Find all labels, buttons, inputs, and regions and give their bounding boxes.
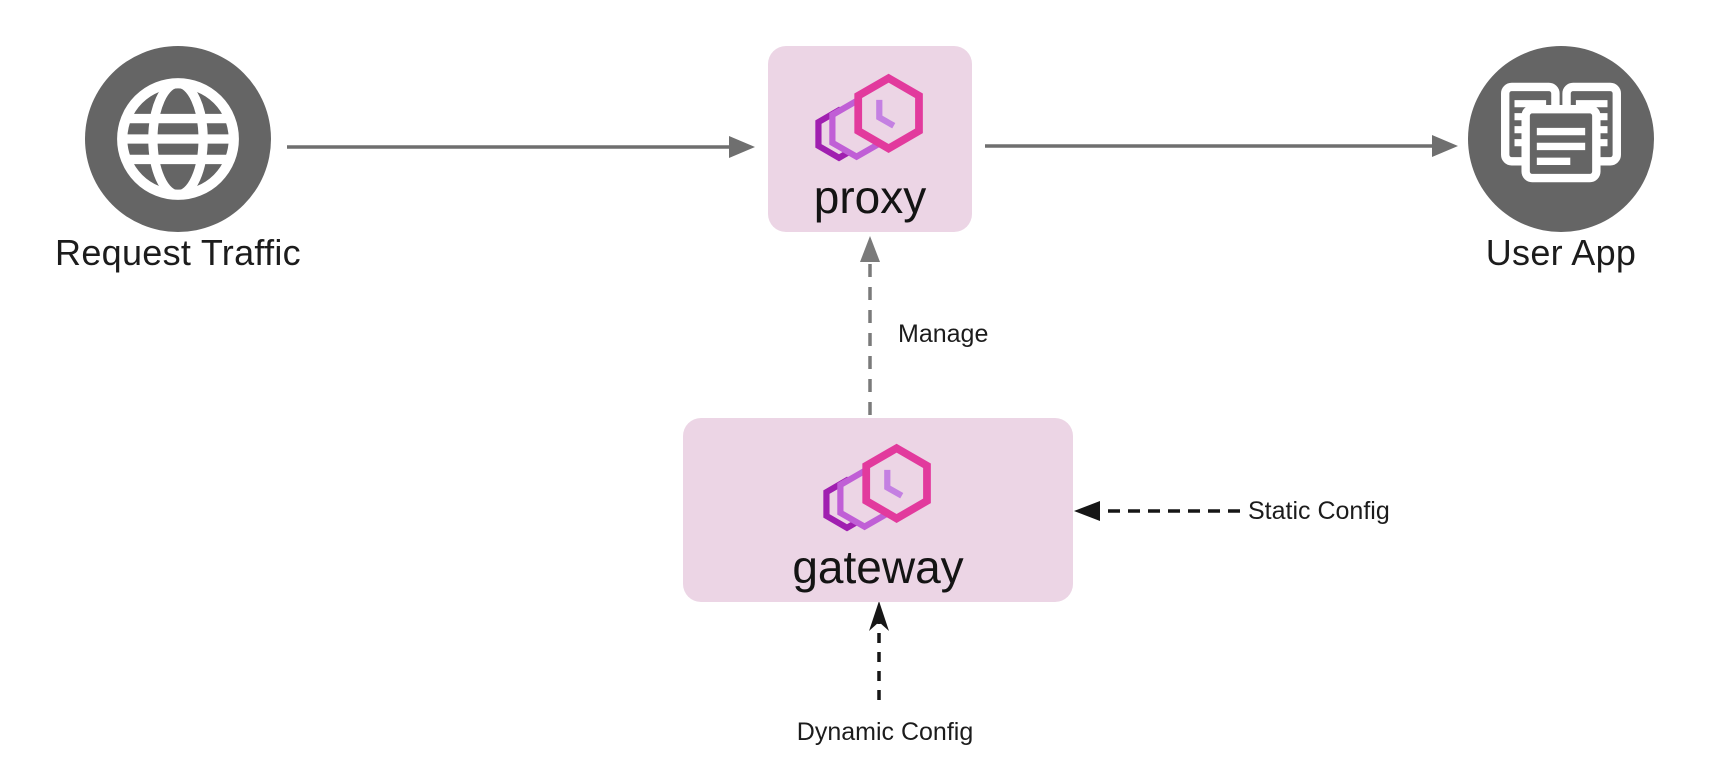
proxy-label: proxy [813,171,927,223]
user-app-label: User App [1485,232,1637,273]
static-config-edge-label: Static Config [1248,497,1390,525]
traefik-logo-icon [823,443,931,532]
globe-icon [117,78,239,200]
arrowhead-left-icon [1074,501,1100,521]
node-user-app [1468,46,1654,232]
node-request-traffic [85,46,271,232]
node-proxy: proxy [768,46,972,232]
gateway-label: gateway [792,541,964,593]
edge-static-config [1074,501,1240,521]
edge-dynamic-config [869,601,889,700]
arrowhead-stealth-up-icon [869,601,889,631]
manage-edge-label: Manage [898,320,989,348]
app-stack-icon [1501,82,1621,183]
request-traffic-label: Request Traffic [55,232,301,273]
dynamic-config-edge-label: Dynamic Config [796,718,974,746]
node-gateway: gateway [683,418,1073,602]
arrowhead-right-icon [1432,135,1458,157]
edge-manage [860,236,880,415]
traefik-logo-icon [815,73,923,162]
arrowhead-right-icon [729,136,755,158]
arrowhead-up-icon [860,236,880,262]
edge-proxy-to-user-app [985,135,1458,157]
edge-request-to-proxy [287,136,755,158]
